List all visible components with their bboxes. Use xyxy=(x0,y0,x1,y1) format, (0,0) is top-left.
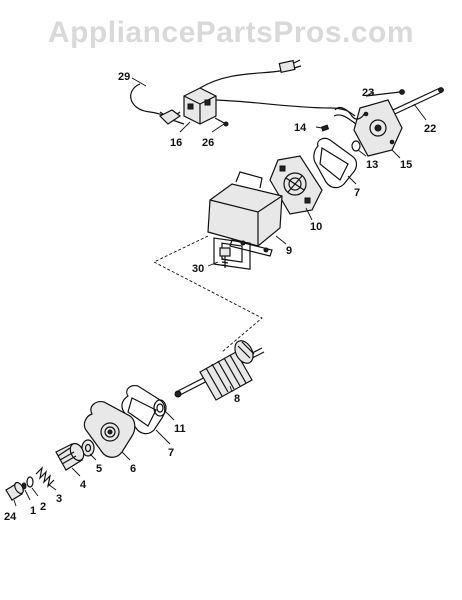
callout-11: 11 xyxy=(174,423,186,435)
part-6-end-plate xyxy=(83,401,136,458)
part-3-spring xyxy=(35,466,55,488)
assembly-guide-lines xyxy=(152,235,263,353)
part-24-cap xyxy=(5,481,24,501)
callout-30: 30 xyxy=(192,263,204,275)
callout-16: 16 xyxy=(170,137,182,149)
part-23-bolt xyxy=(365,89,405,97)
callout-23: 23 xyxy=(362,87,374,99)
callout-24: 24 xyxy=(4,511,17,523)
leader-lines xyxy=(13,77,427,507)
callout-7-lower: 7 xyxy=(168,447,174,459)
part-15-end-bracket xyxy=(353,99,403,157)
callout-6: 6 xyxy=(130,463,136,475)
part-13-washer xyxy=(351,140,361,152)
callout-15: 15 xyxy=(400,159,412,171)
part-4-drive-pinion xyxy=(55,442,85,471)
part-2-washer xyxy=(26,476,34,488)
callout-22: 22 xyxy=(424,123,436,135)
callout-8: 8 xyxy=(234,393,240,405)
part-8-armature xyxy=(174,340,265,401)
part-14-small-screw xyxy=(320,124,330,132)
callout-5: 5 xyxy=(96,463,102,475)
callout-29: 29 xyxy=(118,71,130,83)
callout-3: 3 xyxy=(56,493,62,505)
callout-9: 9 xyxy=(286,245,292,257)
part-7-gasket-upper xyxy=(313,137,358,189)
watermark-text: AppliancePartsPros.com xyxy=(48,16,414,49)
callout-numbers: 29 16 26 23 14 22 13 15 7 10 9 30 8 11 7… xyxy=(4,71,436,523)
callout-1: 1 xyxy=(30,505,36,517)
callout-7-upper: 7 xyxy=(354,187,360,199)
part-10-brush-plate xyxy=(269,155,323,215)
wire-leads xyxy=(333,106,365,125)
callout-4: 4 xyxy=(80,479,87,491)
callout-2: 2 xyxy=(40,501,46,513)
callout-14: 14 xyxy=(294,122,307,134)
part-9-field-housing xyxy=(207,171,283,270)
callout-26: 26 xyxy=(202,137,214,149)
callout-10: 10 xyxy=(310,221,322,233)
callout-13: 13 xyxy=(366,159,378,171)
part-30-screw xyxy=(219,247,231,268)
part-7-gasket-lower xyxy=(121,385,166,435)
part-16-switch-box xyxy=(158,87,217,125)
part-26-screw xyxy=(214,117,229,127)
